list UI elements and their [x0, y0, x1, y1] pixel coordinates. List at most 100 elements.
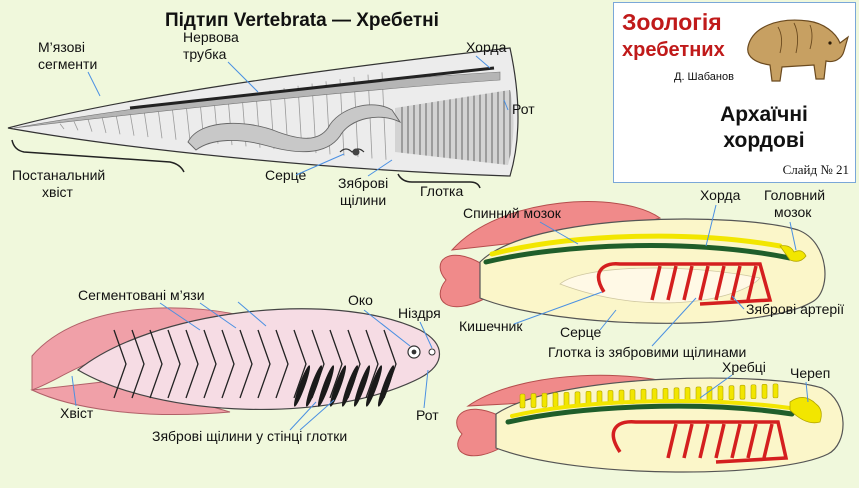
gill-artery-arch	[730, 265, 742, 301]
label-nerve-tube-1: Нервова	[183, 29, 239, 45]
muscle-segment-line	[73, 121, 79, 131]
heart-vessel	[339, 148, 365, 153]
label-gill-arteries: Зяброві артерії	[746, 301, 844, 317]
slide-number: Слайд № 21	[782, 162, 849, 177]
gill-artery-arch	[730, 423, 742, 459]
gut-tube	[187, 104, 402, 153]
label-intestine: Кишечник	[459, 318, 523, 334]
muscle-segment-line	[59, 123, 65, 130]
gill-artery-arch	[666, 265, 678, 301]
gill-artery-arch	[698, 423, 710, 459]
gill-artery-arch	[682, 265, 694, 301]
muscle-segment-line	[115, 114, 121, 135]
gill-artery-arch	[762, 423, 774, 459]
gill-artery-arch	[698, 265, 710, 301]
vertebra	[519, 393, 526, 409]
vertebrate-schematic-upper	[439, 201, 826, 324]
gill-artery-arch	[682, 423, 694, 459]
gill-slit	[341, 365, 359, 407]
label-pharynx-gill: Глотка із зябровими щілинами	[548, 344, 746, 360]
label-muscle-segments-2: сегменти	[38, 56, 97, 72]
muscle-segment-line	[157, 108, 163, 139]
vertebra	[530, 393, 537, 408]
gill-artery-arch	[714, 423, 726, 459]
artery-loop	[596, 261, 773, 306]
gill-slit	[365, 365, 383, 407]
label-mouth-top: Рот	[512, 101, 535, 117]
rhinoceros-icon	[747, 19, 850, 82]
gill-arteries-upper	[596, 261, 773, 306]
label-pharynx-top: Глотка	[420, 183, 463, 199]
brain-upper	[779, 245, 807, 262]
left-label-pointers	[71, 301, 433, 431]
eye-pupil	[411, 349, 417, 355]
muscle-chevron	[167, 329, 181, 399]
vertebra	[761, 384, 768, 399]
right-label-pointers	[513, 204, 809, 403]
vertebra	[541, 392, 548, 408]
course-title-line1: Зоологія	[622, 9, 722, 35]
label-heart-top: Серце	[265, 167, 307, 183]
spinal-cord-upper	[489, 233, 783, 257]
course-title-line2: хребетних	[622, 39, 725, 61]
muscle-segment-line	[143, 110, 149, 138]
topic-title-line2: хордові	[723, 129, 805, 152]
animal-illustration	[30, 307, 440, 416]
muscle-chevron	[329, 329, 343, 399]
vertebra	[728, 385, 735, 400]
gill-arteries-lower	[611, 419, 789, 464]
chordate-body-diagram	[7, 47, 519, 189]
segmented-muscle-chevrons	[113, 329, 397, 399]
gill-slit	[317, 365, 335, 407]
label-gill-slits-wall: Зяброві щілини у стінці глотки	[152, 428, 347, 444]
muscle-segment-line	[129, 112, 135, 136]
gill-artery-arch	[746, 423, 758, 459]
gill-artery-arch	[746, 265, 758, 301]
label-tail: Хвіст	[60, 405, 94, 421]
fin-lower-left	[30, 379, 231, 416]
label-postanal-tail-1: Постанальний	[12, 167, 105, 183]
notochord-upper	[483, 243, 793, 265]
gill-artery-arch	[650, 265, 662, 301]
muscle-segment-line	[171, 105, 177, 140]
label-nostril: Ніздря	[398, 305, 441, 321]
label-spinal-cord: Спинний мозок	[463, 205, 562, 221]
vertebra	[717, 385, 724, 401]
muscle-chevron	[131, 329, 145, 399]
pharynx-bracket	[397, 173, 481, 189]
label-muscle-segments-1: М’язові	[38, 39, 85, 55]
muscle-segment-line	[101, 116, 107, 134]
label-notochord-top: Хорда	[466, 39, 507, 55]
label-postanal-tail-2: хвіст	[42, 184, 74, 200]
notochord-lower	[505, 403, 795, 425]
author-name: Д. Шабанов	[674, 71, 734, 83]
muscle-segment-line	[87, 119, 93, 132]
label-brain-1: Головний	[764, 187, 825, 203]
muscle-segment-line	[185, 103, 191, 142]
gill-slit	[377, 365, 395, 407]
label-gill-slits-2: щілини	[340, 192, 386, 208]
body-lower	[495, 377, 844, 473]
label-skull: Череп	[790, 365, 830, 381]
gill-slit	[329, 365, 347, 407]
label-segmented-muscles: Сегментовані м’язи	[78, 287, 205, 303]
muscle-chevron	[203, 329, 217, 399]
label-vertebrae: Хребці	[722, 359, 766, 375]
heart-organ	[352, 148, 360, 156]
tail-bracket	[11, 139, 185, 173]
muscle-chevron	[185, 329, 199, 399]
dorsal-fin-upper	[450, 201, 662, 251]
topic-title-line1: Архаїчні	[720, 103, 808, 126]
title-card: Зоологія хребетних Д. Шабанов Архаїчні х…	[613, 2, 856, 183]
gill-slit	[293, 365, 311, 407]
gill-slit	[353, 365, 371, 407]
muscle-chevron	[113, 329, 127, 399]
muscle-chevron	[275, 329, 289, 399]
label-notochord-right: Хорда	[700, 187, 741, 203]
label-heart-right: Серце	[560, 324, 602, 340]
top-label-pointers	[87, 55, 509, 177]
vertebra	[552, 392, 559, 407]
label-nerve-tube-2: трубка	[183, 46, 227, 62]
